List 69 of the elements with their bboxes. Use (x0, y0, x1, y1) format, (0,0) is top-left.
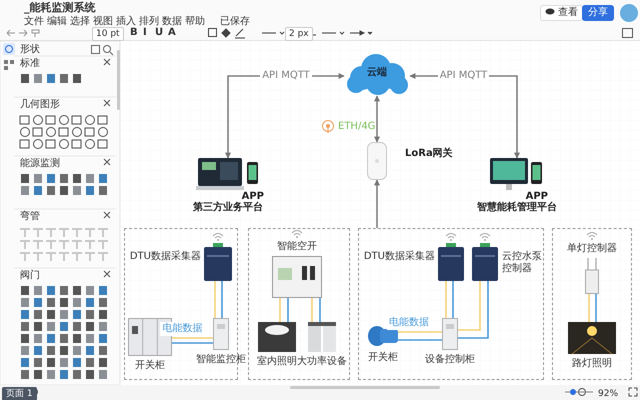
share-button: 分享 (582, 5, 614, 21)
italic-button: I (143, 27, 147, 39)
section-header: 能源监测 (20, 158, 60, 170)
page-tab: 页面 1 (2, 387, 37, 400)
device-label: 路灯照明 (572, 358, 612, 370)
device-label: 单灯控制器 (567, 243, 617, 255)
dashed-group-box (552, 228, 632, 380)
device-label: 开关柜 (135, 360, 165, 372)
cable-line (279, 298, 281, 322)
edge-label: 电能数据 (160, 322, 204, 336)
menu-item: 数据 (162, 16, 182, 28)
font-size-select: 10 pt (92, 27, 124, 41)
device-label: 智能空开 (277, 241, 317, 253)
cable-line (398, 339, 442, 341)
cable-line (319, 298, 321, 322)
cable-line (398, 331, 442, 333)
view-button: 查看 (540, 5, 583, 21)
app-label: APP (526, 191, 548, 202)
section-header: 弯管 (20, 211, 40, 223)
cable-line (172, 342, 213, 344)
section-header: 阀门 (20, 270, 40, 282)
app-label: APP (242, 191, 264, 202)
cable-line (221, 281, 223, 318)
cable-line (595, 294, 597, 322)
device-label: DTU数据采集器 (130, 251, 201, 263)
connection-label: ETH/4G (338, 121, 376, 133)
edge-label: API MQTT (260, 69, 312, 83)
device-label: DTU数据采集器 (364, 251, 435, 263)
edge-label: 电能数据 (387, 316, 431, 330)
platform-label: 第三方业务平台 (193, 202, 263, 214)
device-label: 开关柜 (368, 352, 398, 364)
menu-item: 视图 (93, 16, 113, 28)
edge-label: API MQTT (438, 69, 490, 83)
menu-item: 插入 (116, 16, 136, 28)
cable-line (287, 298, 289, 322)
menu-item: 文件 (24, 16, 44, 28)
menu-item: 帮助 (185, 16, 205, 28)
zoom-level: 92% (598, 388, 618, 400)
cable-line (458, 281, 489, 339)
bold-button: B (130, 27, 138, 39)
platform-label: 智慧能耗管理平台 (477, 202, 557, 214)
cable-line (374, 95, 380, 143)
underline-button: U (155, 27, 164, 39)
device-label: 设备控制柜 (425, 354, 475, 366)
document-title: _能耗监测系统 (24, 2, 96, 14)
panel-title: 形状 (20, 44, 40, 56)
device-label: 智能监控柜 (196, 354, 246, 366)
menu-item: 选择 (70, 16, 90, 28)
cable-line (445, 281, 447, 318)
cable-line (374, 179, 380, 228)
menu-item: 排列 (139, 16, 159, 28)
dashed-group-box (248, 228, 350, 380)
device-label: 室内照明 (257, 356, 297, 368)
cable-line (452, 281, 454, 318)
node-label: 云端 (366, 67, 388, 79)
gateway-label: LoRa网关 (405, 148, 453, 160)
cable-line (588, 294, 590, 322)
section-header: 几何图形 (20, 99, 60, 111)
font-color-button: A (168, 27, 176, 39)
cable-line (311, 298, 313, 322)
menu-item: 编辑 (47, 16, 67, 28)
cable-line (214, 281, 216, 318)
section-header: 标准 (20, 58, 40, 70)
cable-line (172, 337, 213, 339)
line-width-select: 2 px (285, 27, 313, 41)
device-label: 云控水泵控制器 (502, 251, 543, 275)
cable-line (458, 281, 481, 331)
device-label: 大功率设备 (297, 356, 347, 368)
save-status: 已保存 (220, 16, 250, 28)
